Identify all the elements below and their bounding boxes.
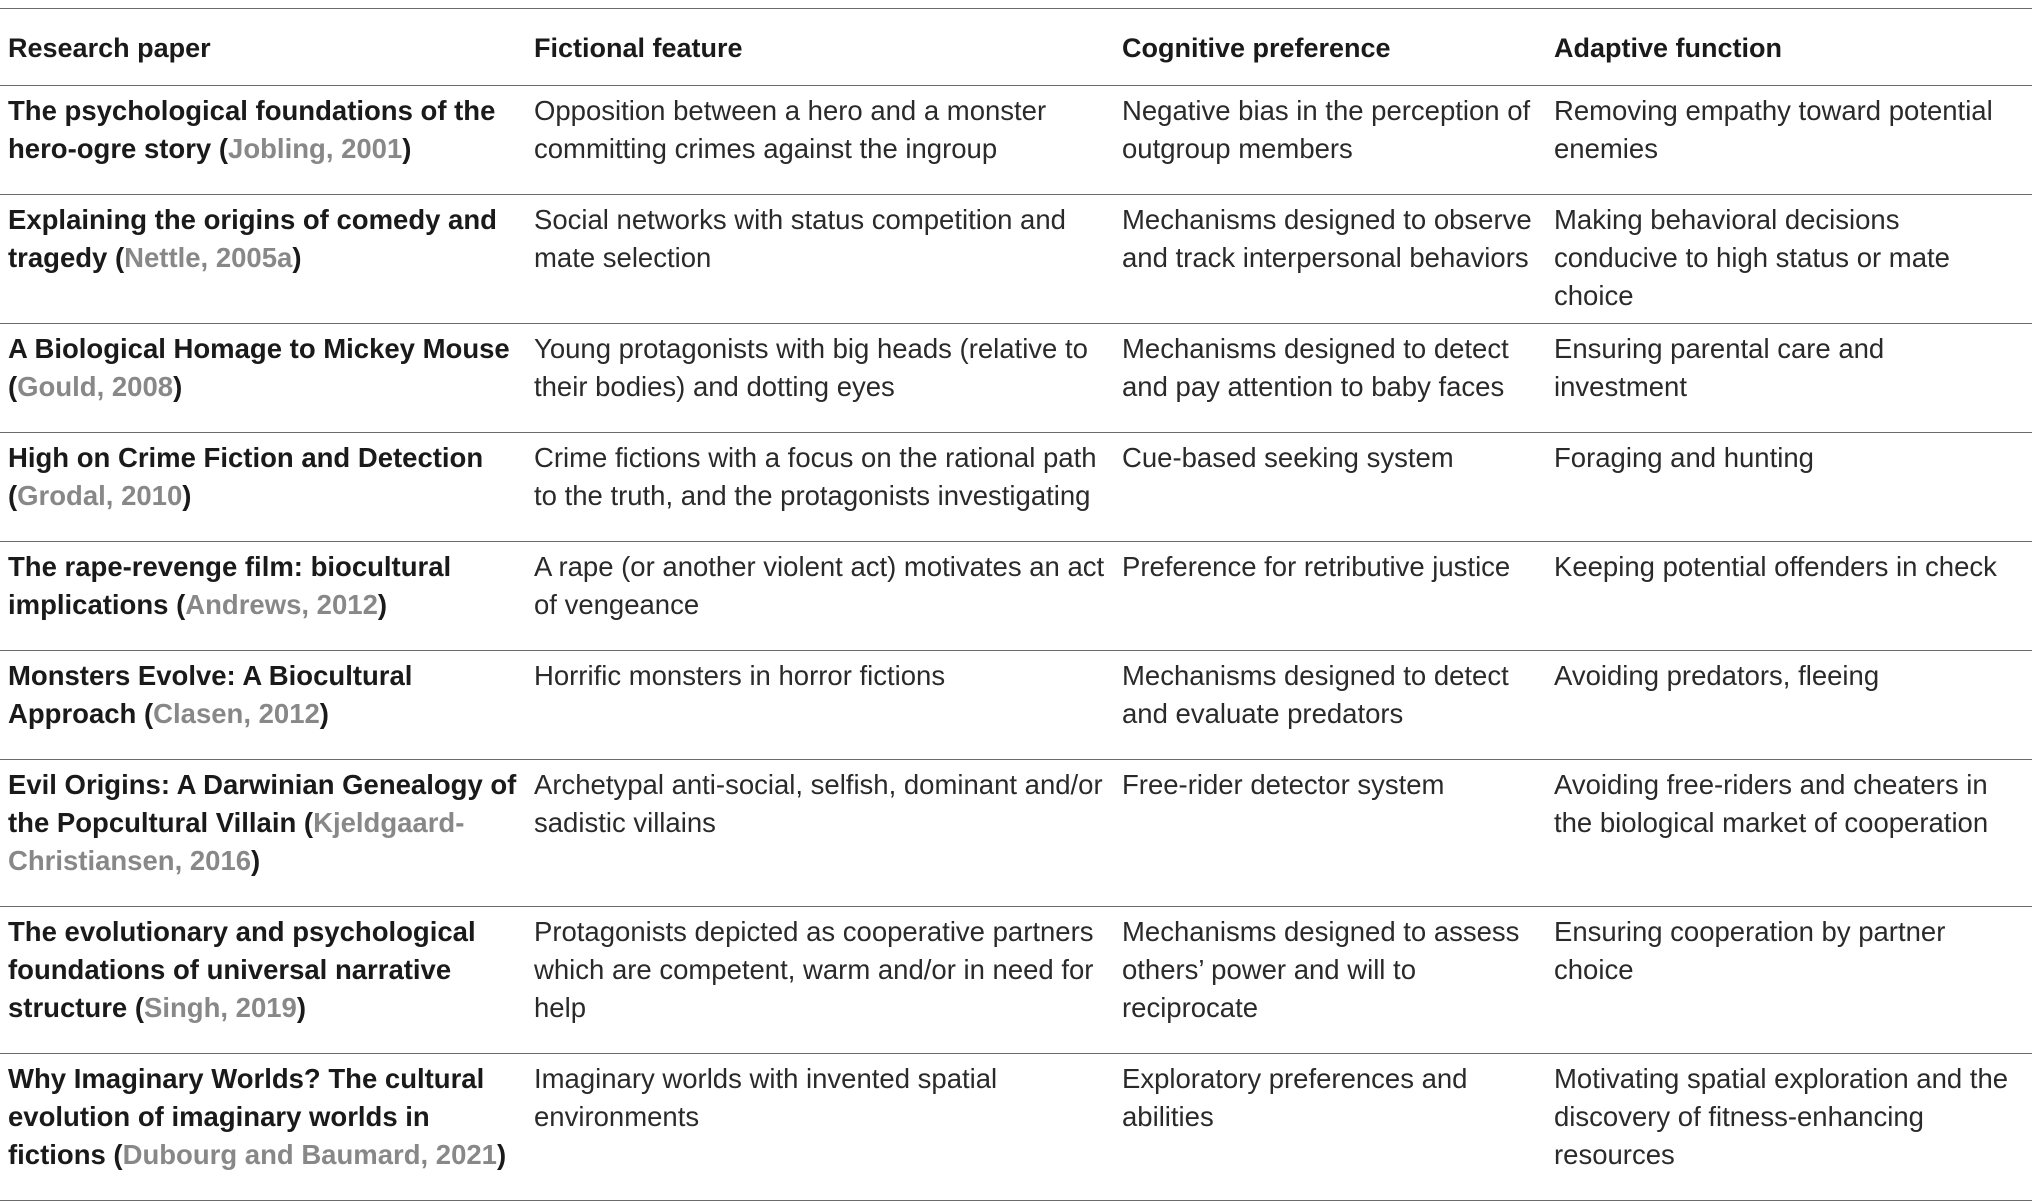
paper-reference-link[interactable]: Jobling, 2001 [228,133,403,164]
research-table-container: Research paper Fictional feature Cogniti… [0,8,2032,1201]
header-cognitive-preference: Cognitive preference [1114,8,1546,86]
paper-cell: A Biological Homage to Mickey Mouse (Gou… [0,323,526,433]
paper-reference-link[interactable]: Clasen, 2012 [153,698,320,729]
paper-title: Why Imaginary Worlds? The cultural evolu… [8,1063,485,1170]
function-cell: Foraging and hunting [1546,432,2032,542]
table-row: Explaining the origins of comedy and tra… [0,194,2032,324]
paper-cell: High on Crime Fiction and Detection (Gro… [0,432,526,542]
paper-reference-link[interactable]: Gould, 2008 [17,371,174,402]
header-research-paper: Research paper [0,8,526,86]
feature-cell: A rape (or another violent act) motivate… [526,541,1114,651]
preference-cell: Mechanisms designed to observe and track… [1114,194,1546,324]
function-cell: Avoiding free-riders and cheaters in the… [1546,759,2032,907]
paper-reference-link[interactable]: Dubourg and Baumard, 2021 [122,1139,497,1170]
table-header: Research paper Fictional feature Cogniti… [0,8,2032,86]
table-row: Why Imaginary Worlds? The cultural evolu… [0,1053,2032,1201]
preference-cell: Cue-based seeking system [1114,432,1546,542]
paper-title: Evil Origins: A Darwinian Genealogy of t… [8,769,517,838]
table-row: High on Crime Fiction and Detection (Gro… [0,432,2032,542]
feature-cell: Opposition between a hero and a monster … [526,85,1114,195]
paper-title: High on Crime Fiction and Detection [8,442,484,473]
function-cell: Ensuring parental care and investment [1546,323,2032,433]
function-cell: Motivating spatial exploration and the d… [1546,1053,2032,1201]
feature-cell: Protagonists depicted as cooperative par… [526,906,1114,1054]
feature-cell: Horrific monsters in horror fictions [526,650,1114,760]
table-row: The evolutionary and psychological found… [0,906,2032,1054]
feature-cell: Social networks with status competition … [526,194,1114,324]
paper-cell: The rape-revenge film: biocultural impli… [0,541,526,651]
paper-title: The rape-revenge film: biocultural impli… [8,551,452,620]
preference-cell: Mechanisms designed to detect and pay at… [1114,323,1546,433]
paper-cell: Explaining the origins of comedy and tra… [0,194,526,324]
paper-reference-link[interactable]: Grodal, 2010 [17,480,183,511]
feature-cell: Imaginary worlds with invented spatial e… [526,1053,1114,1201]
table-row: A Biological Homage to Mickey Mouse (Gou… [0,323,2032,433]
table-body: The psychological foundations of the her… [0,85,2032,1201]
paper-cell: Why Imaginary Worlds? The cultural evolu… [0,1053,526,1201]
paper-reference-link[interactable]: Andrews, 2012 [185,589,378,620]
research-table: Research paper Fictional feature Cogniti… [0,8,2032,1201]
preference-cell: Free-rider detector system [1114,759,1546,907]
preference-cell: Negative bias in the perception of outgr… [1114,85,1546,195]
function-cell: Making behavioral decisions conducive to… [1546,194,2032,324]
header-adaptive-function: Adaptive function [1546,8,2032,86]
paper-title: A Biological Homage to Mickey Mouse [8,333,510,364]
paper-reference-link[interactable]: Nettle, 2005a [124,242,293,273]
feature-cell: Young protagonists with big heads (relat… [526,323,1114,433]
paper-reference-link[interactable]: Singh, 2019 [144,992,297,1023]
header-row: Research paper Fictional feature Cogniti… [0,8,2032,86]
function-cell: Keeping potential offenders in check [1546,541,2032,651]
paper-title: The evolutionary and psychological found… [8,916,476,1023]
function-cell: Removing empathy toward potential enemie… [1546,85,2032,195]
header-fictional-feature: Fictional feature [526,8,1114,86]
paper-title: The psychological foundations of the her… [8,95,496,164]
preference-cell: Mechanisms designed to detect and evalua… [1114,650,1546,760]
preference-cell: Mechanisms designed to assess others’ po… [1114,906,1546,1054]
paper-title: Monsters Evolve: A Biocultural Approach [8,660,413,729]
preference-cell: Exploratory preferences and abilities [1114,1053,1546,1201]
paper-reference-link[interactable]: Kjeldgaard-Christiansen, 2016 [8,807,465,876]
feature-cell: Archetypal anti-social, selfish, dominan… [526,759,1114,907]
paper-cell: The psychological foundations of the her… [0,85,526,195]
paper-cell: The evolutionary and psychological found… [0,906,526,1054]
table-row: Evil Origins: A Darwinian Genealogy of t… [0,759,2032,907]
paper-cell: Monsters Evolve: A Biocultural Approach … [0,650,526,760]
paper-cell: Evil Origins: A Darwinian Genealogy of t… [0,759,526,907]
function-cell: Ensuring cooperation by partner choice [1546,906,2032,1054]
table-row: The psychological foundations of the her… [0,85,2032,195]
paper-title: Explaining the origins of comedy and tra… [8,204,497,273]
preference-cell: Preference for retributive justice [1114,541,1546,651]
table-row: Monsters Evolve: A Biocultural Approach … [0,650,2032,760]
feature-cell: Crime fictions with a focus on the ratio… [526,432,1114,542]
table-row: The rape-revenge film: biocultural impli… [0,541,2032,651]
function-cell: Avoiding predators, fleeing [1546,650,2032,760]
